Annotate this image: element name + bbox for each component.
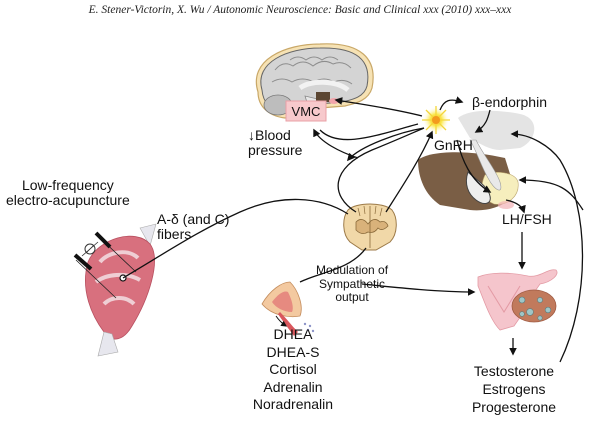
arrow-star-to-beta <box>439 96 464 111</box>
vmc-label: VMC <box>291 104 321 119</box>
cord-loop <box>337 127 425 213</box>
arrow-star-to-bloodpressure <box>319 123 419 141</box>
running-header: E. Stener-Victorin, X. Wu / Autonomic Ne… <box>88 4 512 16</box>
arrow-star-to-vmc <box>334 97 423 117</box>
adrenal-output-item: Noradrenalin <box>252 396 334 412</box>
sympathetic-line-3: output <box>335 290 369 304</box>
arrow-pituitary-to-lhfsh <box>505 199 526 214</box>
arrow-beta-to-gnrh <box>474 109 491 133</box>
arrow-gnrh-to-pituitary <box>456 139 492 193</box>
connectors <box>122 96 584 363</box>
fibers-line-1: A-δ (and C) <box>157 211 230 227</box>
vmc-box <box>285 100 327 122</box>
fiber-line <box>122 198 349 279</box>
arrow-star-to-cord <box>346 127 425 162</box>
arrow-cord-to-star <box>385 130 434 213</box>
ovarian-output-item: Testosterone <box>473 363 555 379</box>
muscle-illustration <box>73 223 157 357</box>
uterus-ovary-illustration <box>477 269 558 331</box>
gnrh-label: GnRH <box>434 137 473 153</box>
blood-pressure-line-1: ↓Blood <box>248 127 291 143</box>
spinal-cord-illustration <box>343 203 397 251</box>
adrenal-output-item: Cortisol <box>269 361 317 377</box>
adrenal-gland-illustration <box>261 281 315 336</box>
adrenal-output-item: DHEA-S <box>266 343 320 360</box>
sympathetic-line-2: Sympathetic <box>319 276 386 291</box>
lh-fsh-label: LH/FSH <box>502 211 552 227</box>
blood-pressure-line-2: pressure <box>248 142 303 158</box>
beta-endorphin-label: β-endorphin <box>472 94 547 110</box>
brain-illustration <box>255 43 374 122</box>
ovarian-outputs-list: Testosterone Estrogens Progesterone <box>462 362 566 416</box>
arrow-sympathetic-to-uterus <box>361 283 476 296</box>
fibers-label: A-δ (and C) fibers <box>157 212 229 242</box>
ovarian-output-item: Estrogens <box>482 381 546 397</box>
adrenal-outputs-list: DHEA DHEA-S Cortisol Adrenalin Noradrena… <box>238 326 348 414</box>
sympathetic-line-1: Modulation of <box>316 263 389 277</box>
arrow-cord-to-adrenal <box>299 247 367 283</box>
stimulator-icon <box>84 243 96 255</box>
adrenal-output-item: Adrenalin <box>263 378 323 395</box>
feedback-outer <box>510 130 584 363</box>
starburst-icon <box>422 106 450 134</box>
arrow-bp <box>313 128 359 159</box>
sympathetic-label: Modulation of Sympathetic output <box>316 263 389 305</box>
stimulus-line-1: Low-frequency <box>21 177 114 193</box>
stimulus-label: Low-frequency electro-acupuncture <box>6 178 130 208</box>
blood-pressure-label: ↓Blood pressure <box>248 128 302 158</box>
fibers-line-2: fibers <box>157 226 192 242</box>
feedback-inner <box>518 176 584 211</box>
stimulus-line-2: electro-acupuncture <box>6 192 130 208</box>
hypothalamus-pituitary-illustration <box>418 110 535 211</box>
adrenal-output-item: DHEA <box>273 326 313 342</box>
ovarian-output-item: Progesterone <box>471 399 557 415</box>
